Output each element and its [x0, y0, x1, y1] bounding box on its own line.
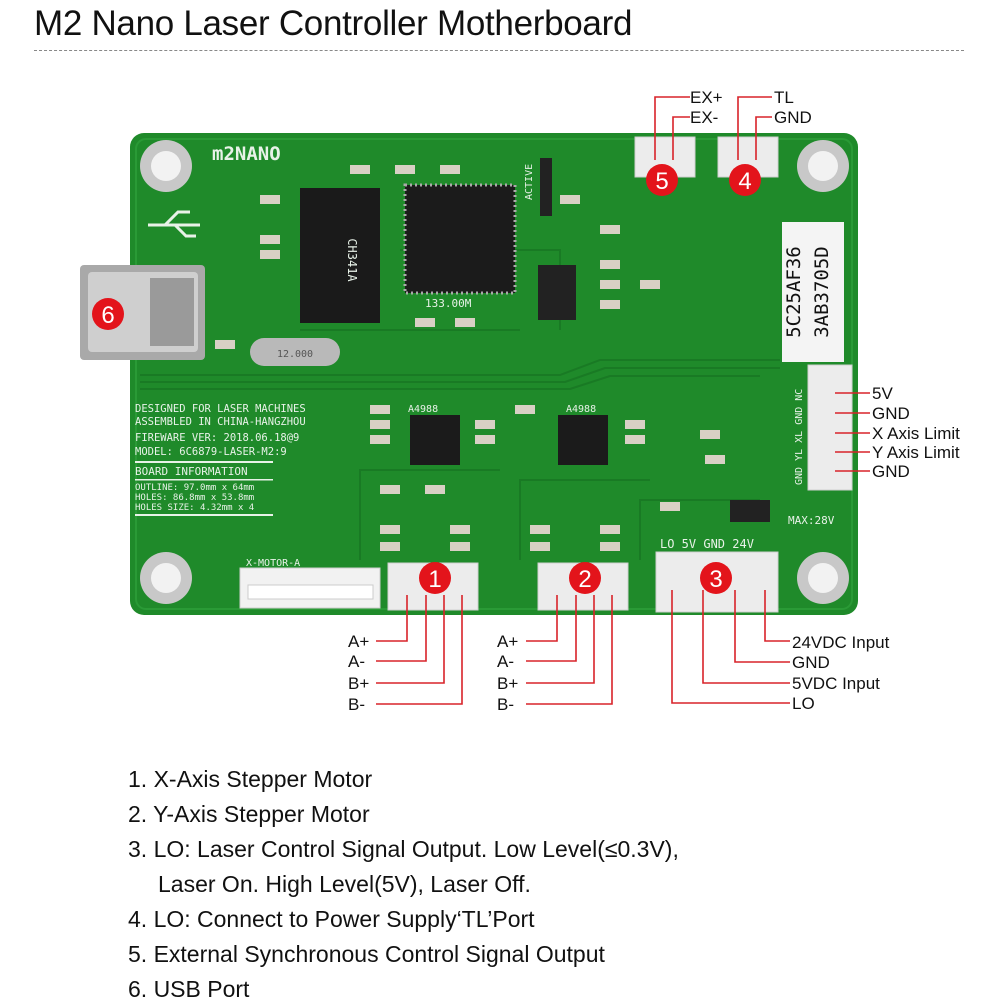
svg-text:3: 3: [709, 566, 722, 593]
mounting-holes: [140, 140, 849, 604]
label-x-b-plus: B+: [348, 674, 369, 693]
label-x-a-plus: A+: [348, 632, 369, 651]
svg-text:DESIGNED FOR LASER MACHINES: DESIGNED FOR LASER MACHINES: [135, 403, 306, 415]
legend-item-3: 3. LO: Laser Control Signal Output. Low …: [128, 836, 679, 862]
label-gnd-2: GND: [872, 462, 910, 481]
svg-text:6: 6: [101, 302, 114, 329]
usb-port: [80, 265, 205, 360]
svg-text:HOLES SIZE: 4.32mm x 4: HOLES SIZE: 4.32mm x 4: [135, 503, 254, 513]
legend-item-4: 4. LO: Connect to Power Supply‘TL’Port: [128, 906, 535, 932]
label-lo: LO: [792, 694, 815, 713]
label-x-limit: X Axis Limit: [872, 424, 960, 443]
badge-3: 3: [700, 562, 732, 594]
crystal-label: 133.00M: [425, 297, 472, 310]
badge-5: 5: [646, 164, 678, 196]
label-tl: TL: [774, 88, 794, 107]
svg-text:HOLES: 86.8mm x 53.8mm: HOLES: 86.8mm x 53.8mm: [135, 493, 254, 503]
label-x-b-minus: B-: [348, 695, 365, 714]
legend-item-1: 1. X-Axis Stepper Motor: [128, 766, 373, 792]
max-voltage-label: MAX:28V: [788, 514, 835, 527]
label-x-a-minus: A-: [348, 652, 365, 671]
label-gnd-top: GND: [774, 108, 812, 127]
label-y-b-minus: B-: [497, 695, 514, 714]
usb-symbol-icon: [148, 210, 200, 238]
serial-label: 5C25AF36 3AB3705D: [782, 222, 844, 362]
legend-item-2: 2. Y-Axis Stepper Motor: [128, 801, 370, 827]
svg-text:4: 4: [738, 168, 751, 195]
label-5v: 5V: [872, 384, 893, 403]
svg-text:OUTLINE: 97.0mm x 64mm: OUTLINE: 97.0mm x 64mm: [135, 483, 254, 493]
svg-text:FIREWARE VER: 2018.06.18@9: FIREWARE VER: 2018.06.18@9: [135, 432, 299, 444]
label-ex-minus: EX-: [690, 108, 718, 127]
svg-text:BOARD INFORMATION: BOARD INFORMATION: [135, 465, 248, 478]
page-title: M2 Nano Laser Controller Motherboard: [34, 4, 633, 43]
active-header: [540, 158, 552, 216]
svg-text:2: 2: [578, 566, 591, 593]
title-divider: [34, 50, 964, 51]
svg-text:12.000: 12.000: [277, 349, 313, 360]
active-label: ACTIVE: [524, 164, 535, 200]
badge-2: 2: [569, 562, 601, 594]
svg-text:1: 1: [428, 566, 441, 593]
badge-1: 1: [419, 562, 451, 594]
mcu-chip: [403, 183, 517, 295]
svg-text:3AB3705D: 3AB3705D: [811, 246, 833, 338]
svg-text:A4988: A4988: [408, 404, 438, 415]
ribbon-pins: [247, 584, 374, 600]
svg-text:5: 5: [655, 168, 668, 195]
label-gnd-1: GND: [872, 404, 910, 423]
svg-text:A4988: A4988: [566, 404, 596, 415]
badge-6: 6: [92, 298, 124, 330]
board-logo: m2NANO: [212, 143, 281, 165]
crystal: 12.000: [250, 338, 340, 366]
svg-text:5C25AF36: 5C25AF36: [783, 246, 805, 338]
lead-lines: [376, 96, 870, 705]
legend-list: 1. X-Axis Stepper Motor 2. Y-Axis Steppe…: [128, 762, 679, 1007]
svg-text:ASSEMBLED IN CHINA-HANGZHOU: ASSEMBLED IN CHINA-HANGZHOU: [135, 416, 306, 428]
svg-text:MODEL: 6C6879-LASER-M2:9: MODEL: 6C6879-LASER-M2:9: [135, 446, 287, 458]
legend-item-3-cont: Laser On. High Level(5V), Laser Off.: [158, 871, 531, 897]
label-y-b-plus: B+: [497, 674, 518, 693]
regulator: [730, 500, 770, 522]
label-24vdc: 24VDC Input: [792, 633, 890, 652]
svg-text:CH341A: CH341A: [345, 238, 359, 282]
badge-4: 4: [729, 164, 761, 196]
label-y-limit: Y Axis Limit: [872, 443, 960, 462]
label-power-gnd: GND: [792, 653, 830, 672]
legend-item-5: 5. External Synchronous Control Signal O…: [128, 941, 605, 967]
usb-chip: CH341A: [300, 188, 380, 323]
label-y-a-minus: A-: [497, 652, 514, 671]
stepper-driver-x: A4988: [408, 404, 460, 465]
label-y-a-plus: A+: [497, 632, 518, 651]
power-connector: [655, 551, 779, 613]
small-chip: [538, 265, 576, 320]
label-ex-plus: EX+: [690, 88, 723, 107]
x-motor-label: X-MOTOR-A: [246, 558, 300, 569]
label-5vdc: 5VDC Input: [792, 674, 880, 693]
board-info-silkscreen: DESIGNED FOR LASER MACHINES ASSEMBLED IN…: [135, 403, 306, 516]
limit-header-label: GND YL XL GND NC: [794, 389, 805, 485]
stepper-driver-y: A4988: [558, 404, 608, 465]
legend-item-6: 6. USB Port: [128, 976, 250, 1002]
power-header-label: LO 5V GND 24V: [660, 537, 754, 551]
limit-connector: [807, 364, 853, 491]
smd-components: [215, 165, 725, 551]
